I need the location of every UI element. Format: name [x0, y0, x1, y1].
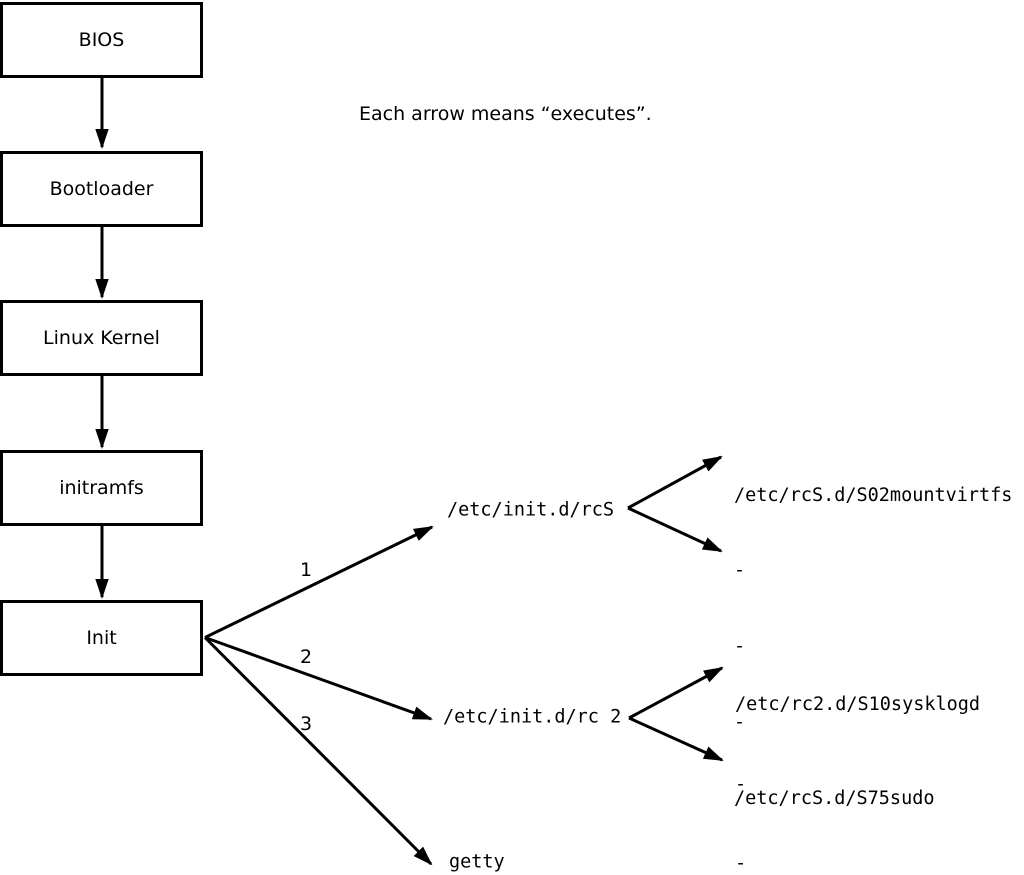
rc2-script-item: -	[735, 853, 747, 874]
node-init-label: Init	[86, 627, 117, 649]
arrow-init-to-getty	[203, 636, 433, 866]
arrow-number-3: 3	[299, 713, 313, 735]
rc2-script-item: -	[735, 773, 747, 795]
arrow-rc2-to-last	[628, 716, 724, 762]
node-initramfs: initramfs	[0, 450, 203, 526]
node-bootloader: Bootloader	[0, 151, 203, 227]
legend-note: Each arrow means “executes”.	[359, 103, 652, 125]
node-linux-kernel: Linux Kernel	[0, 300, 203, 376]
arrow-init-to-rc2	[204, 636, 433, 721]
arrow-init-to-rcs	[204, 525, 434, 639]
node-initramfs-label: initramfs	[59, 477, 144, 499]
node-linux-kernel-label: Linux Kernel	[43, 327, 160, 349]
rcs-script-list: /etc/rcS.d/S02mountvirtfs - - - /etc/rcS…	[734, 432, 1012, 861]
arrow-rc2-to-first	[628, 666, 724, 720]
arrow-number-1: 1	[299, 559, 313, 581]
rc2-script-list: /etc/rc2.d/S10sysklogd - - - /etc/rc2.d/…	[735, 639, 980, 875]
node-bootloader-label: Bootloader	[49, 178, 154, 200]
rc2-script-item: /etc/rc2.d/S10sysklogd	[735, 694, 981, 715]
node-bios-label: BIOS	[78, 29, 125, 51]
rcs-script-item: /etc/rcS.d/S75sudo	[734, 787, 935, 809]
target-etc-init-d-rcs: /etc/init.d/rcS	[447, 499, 615, 521]
target-getty: getty	[449, 851, 505, 873]
rcs-script-item: /etc/rcS.d/S02mountvirtfs	[734, 484, 1013, 506]
node-init: Init	[0, 600, 203, 676]
rcs-script-item: -	[734, 636, 746, 657]
arrow-number-2: 2	[299, 646, 313, 668]
rcs-script-item: -	[734, 711, 746, 733]
target-etc-init-d-rc2: /etc/init.d/rc 2	[443, 706, 622, 728]
node-bios: BIOS	[0, 2, 203, 78]
rcs-script-item: -	[734, 560, 746, 582]
arrow-rcs-to-first	[627, 455, 723, 510]
arrow-rcs-to-last	[627, 506, 723, 553]
